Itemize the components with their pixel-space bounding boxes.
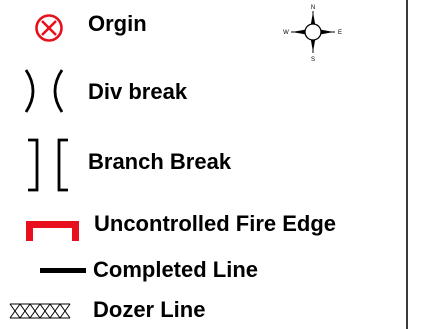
frame-border (406, 0, 408, 329)
dozer-line-icon (9, 303, 71, 319)
uncontrolled-fire-edge-label: Uncontrolled Fire Edge (94, 211, 337, 236)
completed-line-label: Completed Line (93, 257, 259, 282)
origin-label: Orgin (88, 11, 147, 36)
completed-line-icon (40, 268, 86, 273)
compass-s: S (311, 57, 315, 62)
compass-n: N (311, 5, 315, 11)
dozer-line-label: Dozer Line (93, 297, 206, 322)
branch-break-label: Branch Break (88, 149, 232, 174)
uncontrolled-fire-edge-icon (26, 221, 79, 241)
origin-icon (35, 14, 63, 42)
div-break-label: Div break (88, 79, 188, 104)
branch-break-icon (28, 138, 68, 192)
compass-icon: N S W E (283, 5, 342, 62)
compass-e: E (338, 30, 342, 36)
div-break-icon (24, 69, 64, 113)
compass-w: W (283, 30, 289, 36)
